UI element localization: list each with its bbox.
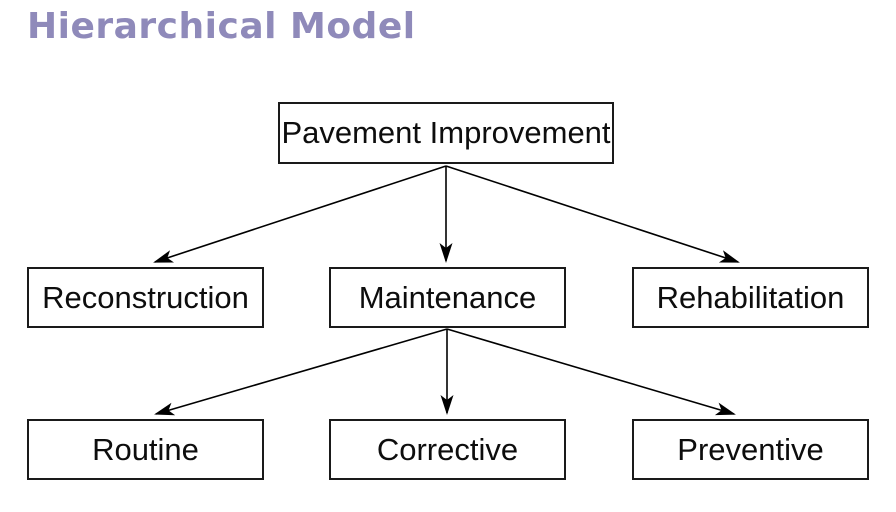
node-corrective: Corrective xyxy=(329,419,566,480)
edge-root-rehabilitation xyxy=(445,165,740,263)
page-title: Hierarchical Model xyxy=(27,6,416,47)
node-maintenance: Maintenance xyxy=(329,267,566,328)
node-rehabilitation: Rehabilitation xyxy=(632,267,869,328)
edge-maintenance-routine xyxy=(154,328,448,416)
node-pavement-improvement: Pavement Improvement xyxy=(278,102,614,164)
node-preventive: Preventive xyxy=(632,419,869,480)
node-routine: Routine xyxy=(27,419,264,480)
edge-maintenance-preventive xyxy=(446,328,736,416)
edge-root-reconstruction xyxy=(153,165,447,263)
node-reconstruction: Reconstruction xyxy=(27,267,264,328)
